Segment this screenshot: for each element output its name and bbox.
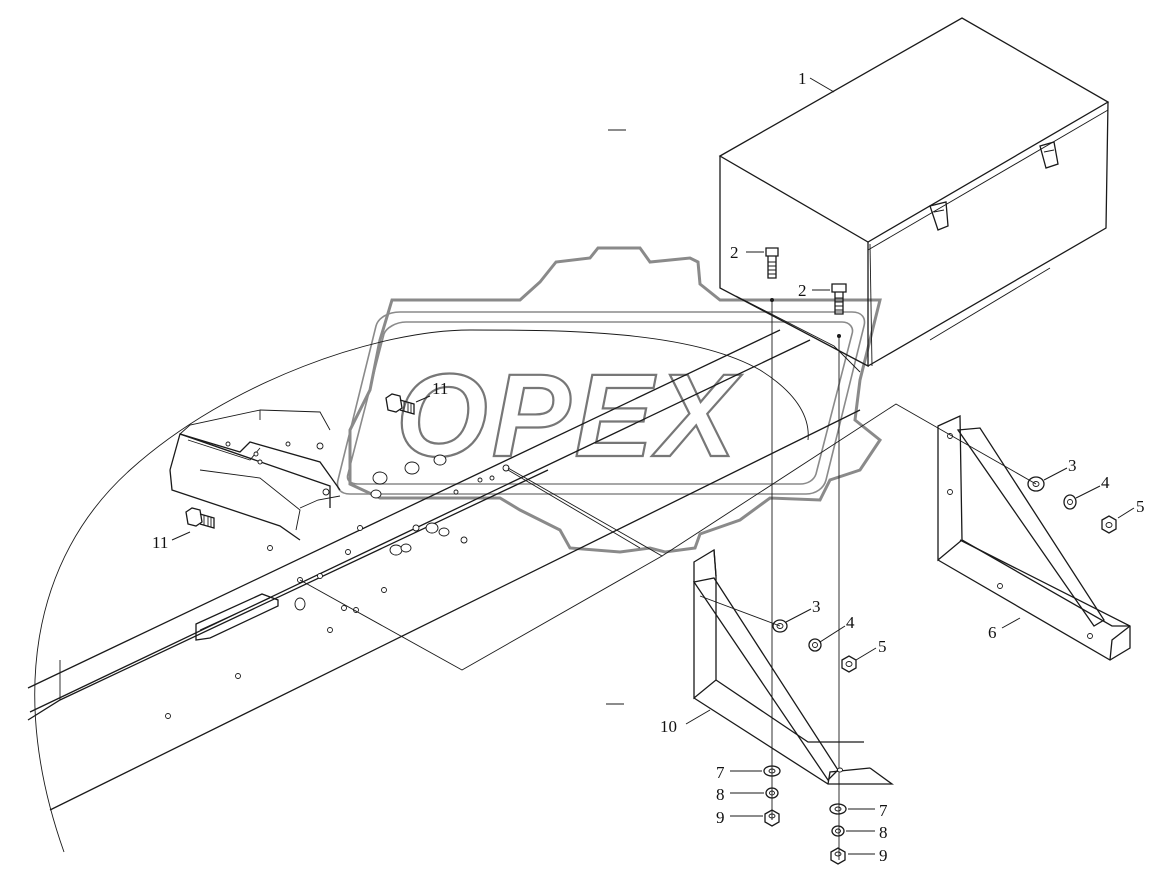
- alignment-line-bracket10: [699, 595, 781, 627]
- callout-11a: 11: [432, 379, 448, 398]
- support-bracket-10: [692, 548, 894, 785]
- nut-5a: [841, 655, 857, 673]
- frame-bolt-11b: [185, 507, 215, 529]
- callout-8b: 8: [879, 823, 888, 842]
- callout-4b: 4: [1101, 473, 1110, 492]
- callout-3b: 3: [1068, 456, 1077, 475]
- nut-9a: [764, 809, 780, 827]
- callout-2a: 2: [730, 243, 739, 262]
- alignment-line-left: [299, 467, 663, 671]
- chassis-frame: [27, 329, 861, 853]
- support-bracket-6: [937, 414, 1131, 661]
- callout-1: 1: [798, 69, 807, 88]
- leader-lines: [171, 77, 1135, 855]
- callout-8a: 8: [716, 785, 725, 804]
- lockwasher-8a: [765, 787, 779, 799]
- lockwasher-4b: [1063, 494, 1077, 510]
- callout-10: 10: [660, 717, 677, 736]
- toolbox: [718, 17, 1110, 373]
- lockwasher-4a: [808, 638, 822, 652]
- callout-9a: 9: [716, 808, 725, 827]
- callout-11b: 11: [152, 533, 168, 552]
- callouts: 1 2 2 3 4 5 3 4 5 6 7 8 9 7 8 9 10 11 11: [152, 69, 1145, 865]
- callout-5a: 5: [878, 637, 887, 656]
- frame-bolt-11a: [385, 393, 415, 415]
- washer-3a: [772, 619, 788, 633]
- watermark-text: OPEX: [396, 350, 742, 482]
- callout-2b: 2: [798, 281, 807, 300]
- rail-holes: [165, 441, 510, 719]
- washer-7b: [829, 803, 847, 815]
- nut-5b: [1101, 515, 1117, 534]
- lockwasher-8b: [831, 825, 845, 837]
- callout-7b: 7: [879, 801, 888, 820]
- callout-4a: 4: [846, 613, 855, 632]
- watermark-logo: OPEX: [336, 246, 883, 554]
- washer-3b: [1027, 476, 1045, 492]
- washer-7a: [763, 765, 781, 777]
- alignment-line-bolt: [507, 469, 641, 549]
- alignment-line-right: [661, 403, 953, 557]
- callout-9b: 9: [879, 846, 888, 865]
- nut-9b: [830, 847, 846, 865]
- callout-7a: 7: [716, 763, 725, 782]
- callout-6: 6: [988, 623, 997, 642]
- callout-5b: 5: [1136, 497, 1145, 516]
- bolt-2b: [831, 283, 847, 315]
- callout-3a: 3: [812, 597, 821, 616]
- bolt-2a: [765, 247, 779, 279]
